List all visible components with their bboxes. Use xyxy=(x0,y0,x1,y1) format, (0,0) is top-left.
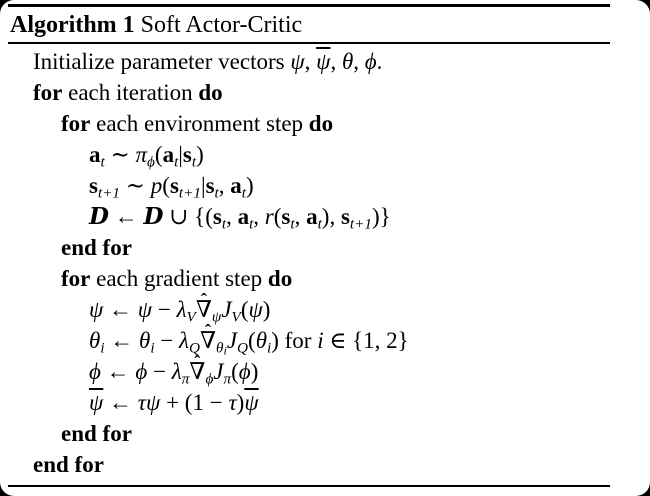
algorithm-line: θi ← θi − λQ∇θiJQ(θi) for i ∈ {1, 2} xyxy=(0,325,650,358)
algorithm-line: at ∼ πϕ(at|st) xyxy=(89,142,204,171)
algorithm-line: Initialize parameter vectors ψ, ψ, θ, ϕ. xyxy=(33,49,383,74)
algorithm-line: for each gradient step do xyxy=(61,266,293,291)
algorithm-number-label: Algorithm 1 xyxy=(10,12,135,38)
top-rule xyxy=(8,4,610,7)
algorithm-line: for each iteration do xyxy=(33,80,223,105)
algorithm-line: st+1 ∼ p(st+1|st, at) xyxy=(89,173,254,202)
header-rule xyxy=(8,42,610,44)
algorithm-line: for each environment step do xyxy=(61,111,334,136)
bottom-rule xyxy=(8,485,610,487)
algorithm-line: ψ ← ψ − λV∇ψJV(ψ) xyxy=(0,294,650,325)
algorithm-line: end for xyxy=(61,235,132,260)
algorithm-line: ϕ ← ϕ − λπ∇ϕJπ(ϕ) xyxy=(0,356,650,387)
algorithm-body: Initialize parameter vectors ψ, ψ, θ, ϕ.… xyxy=(0,46,650,480)
algorithm-line: end for xyxy=(61,421,132,446)
algorithm-line: ψ ← τψ + (1 − τ)ψ xyxy=(89,390,259,415)
algorithm-line: D ← D ∪ {(st, at, r(st, at), st+1)} xyxy=(89,203,391,233)
algorithm-line: end for xyxy=(33,452,104,477)
algorithm-title: Algorithm 1 Soft Actor-Critic xyxy=(0,11,650,39)
algorithm-name: Soft Actor-Critic xyxy=(134,12,303,38)
